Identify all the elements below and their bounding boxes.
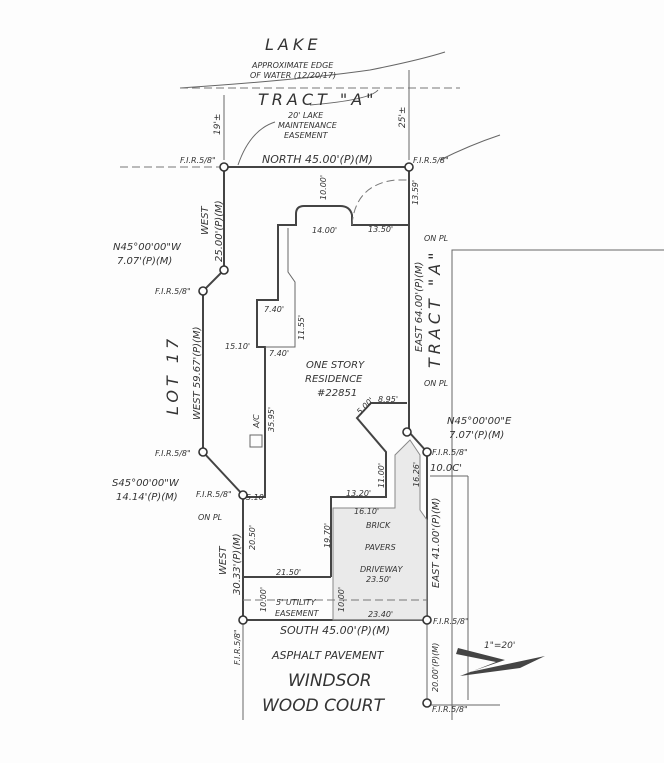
bearing-s45w: S45°00'00"W: [112, 478, 180, 489]
tract-a-boundary: [451, 249, 664, 720]
west-top-dist: 25.00'(P)(M): [214, 200, 225, 262]
dim-10c-label: 10.0C': [430, 463, 462, 474]
tract-a-right-label: TRACT "A": [425, 248, 444, 368]
lake-label: LAKE: [265, 35, 321, 54]
dim-19-label: 19'±: [213, 114, 223, 135]
dim-label: 5.00': [355, 396, 376, 417]
easement-label-2: MAINTENANCE: [278, 121, 338, 130]
residence-label-2: RESIDENCE: [305, 374, 363, 385]
residence-label: ONE STORY: [306, 360, 365, 371]
fir-label: F.I.R.5/8": [180, 156, 216, 165]
lot-17-label: LOT 17: [163, 335, 182, 415]
bearing-s45w-dist: 14.14'(P)(M): [116, 492, 178, 503]
bearing-n45w: N45°00'00"W: [113, 242, 182, 253]
driveway-label: DRIVEWAY: [360, 565, 404, 574]
dim-label: 8.95': [378, 395, 398, 404]
house-bump: [265, 228, 296, 348]
on-pl-label: ON PL: [424, 234, 448, 243]
dim-label: 19.70': [323, 523, 332, 548]
dim-label: 7.40': [269, 349, 289, 358]
dim-label: 14.00': [312, 226, 337, 235]
east-bot-label: EAST 41.00'(P)(M): [431, 498, 442, 588]
easement-leader-2: [309, 89, 379, 106]
on-pl-label: ON PL: [424, 379, 448, 388]
road-name-2: WOOD COURT: [262, 696, 386, 716]
dim-label: 16.26': [412, 462, 421, 487]
bearing-n45w-dist: 7.07'(P)(M): [117, 256, 172, 267]
north-arrow-icon: [456, 648, 545, 676]
road-name: WINDSOR: [288, 671, 372, 691]
dim-label: 10.00': [337, 587, 346, 612]
dim-label: 5.10: [246, 493, 264, 502]
west-top-label: WEST: [200, 205, 211, 235]
fir-label: F.I.R.5/8": [432, 448, 468, 457]
scale-label: 1"=20': [484, 641, 515, 651]
easement-label: 20' LAKE: [288, 111, 324, 120]
easement-label-3: EASEMENT: [284, 131, 329, 140]
bearing-n45e: N45°00'00"E: [447, 416, 512, 427]
water-edge-label: APPROXIMATE EDGE: [251, 61, 334, 70]
fir-markers: [198, 162, 432, 708]
west-bot-dist: 30.33'(P)(M): [232, 533, 243, 595]
west-mid-label: WEST 59.67'(P)(M): [192, 327, 203, 420]
fir-label: F.I.R.5/8": [155, 449, 191, 458]
fir-label: F.I.R.5/8": [432, 705, 468, 714]
dim-25-label: 25'±: [398, 107, 408, 128]
dim-label: 23.40': [368, 610, 393, 619]
brick-label: BRICK: [366, 521, 391, 530]
dim-label: 20.50': [248, 525, 257, 550]
utility-easement-label: 5' UTILITY: [276, 598, 317, 607]
on-pl-label: ON PL: [198, 513, 222, 522]
dim-label: 35.95': [267, 407, 276, 432]
ac-pad: [249, 434, 263, 448]
dim-label: 16.10': [354, 507, 379, 516]
asphalt-label: ASPHALT PAVEMENT: [271, 649, 385, 662]
south-line-label: SOUTH 45.00'(P)(M): [280, 624, 390, 637]
ac-label: A/C: [252, 414, 261, 429]
dim-label: 15.10': [225, 342, 250, 351]
utility-easement-label-2: EASEMENT: [275, 609, 320, 618]
dim-label: 7.40': [264, 305, 284, 314]
dim-label: 21.50': [276, 568, 301, 577]
dim-label: 13.59': [411, 180, 420, 205]
dim-label: 23.50': [366, 575, 391, 584]
dim-label: 13.20': [346, 489, 371, 498]
dim-20-label: 20.00'(P)(M): [431, 643, 440, 692]
fir-label: F.I.R.5/8": [413, 156, 449, 165]
dim-label: 11.55': [297, 315, 306, 340]
dim-label: 10.00': [259, 587, 268, 612]
lake-arc: [439, 134, 501, 161]
dim-label: 10.00': [319, 175, 328, 200]
dim-label: 11.00': [377, 463, 386, 488]
tract-a-label: TRACT "A": [258, 90, 378, 109]
brick-pavers-driveway: [332, 439, 428, 621]
bearing-n45e-dist: 7.07'(P)(M): [449, 430, 504, 441]
water-edge-date: OF WATER (12/20/17): [250, 71, 336, 80]
fir-label: F.I.R.5/8": [433, 617, 469, 626]
north-line-label: NORTH 45.00'(P)(M): [262, 153, 373, 166]
pavers-label: PAVERS: [365, 543, 396, 552]
easement-leader: [237, 121, 276, 166]
water-edge-line: [179, 51, 446, 89]
east-top-label: EAST 64.00'(P)(M): [414, 262, 425, 352]
fir-label: F.I.R.5/8": [233, 629, 242, 665]
house-outline: [243, 205, 409, 578]
west-bot-label: WEST: [218, 545, 229, 575]
residence-number: #22851: [317, 388, 357, 399]
pool-arc: [351, 179, 409, 226]
dim-label: 13.50': [368, 225, 393, 234]
fir-label: F.I.R.5/8": [196, 490, 232, 499]
fir-label: F.I.R.5/8": [155, 287, 191, 296]
